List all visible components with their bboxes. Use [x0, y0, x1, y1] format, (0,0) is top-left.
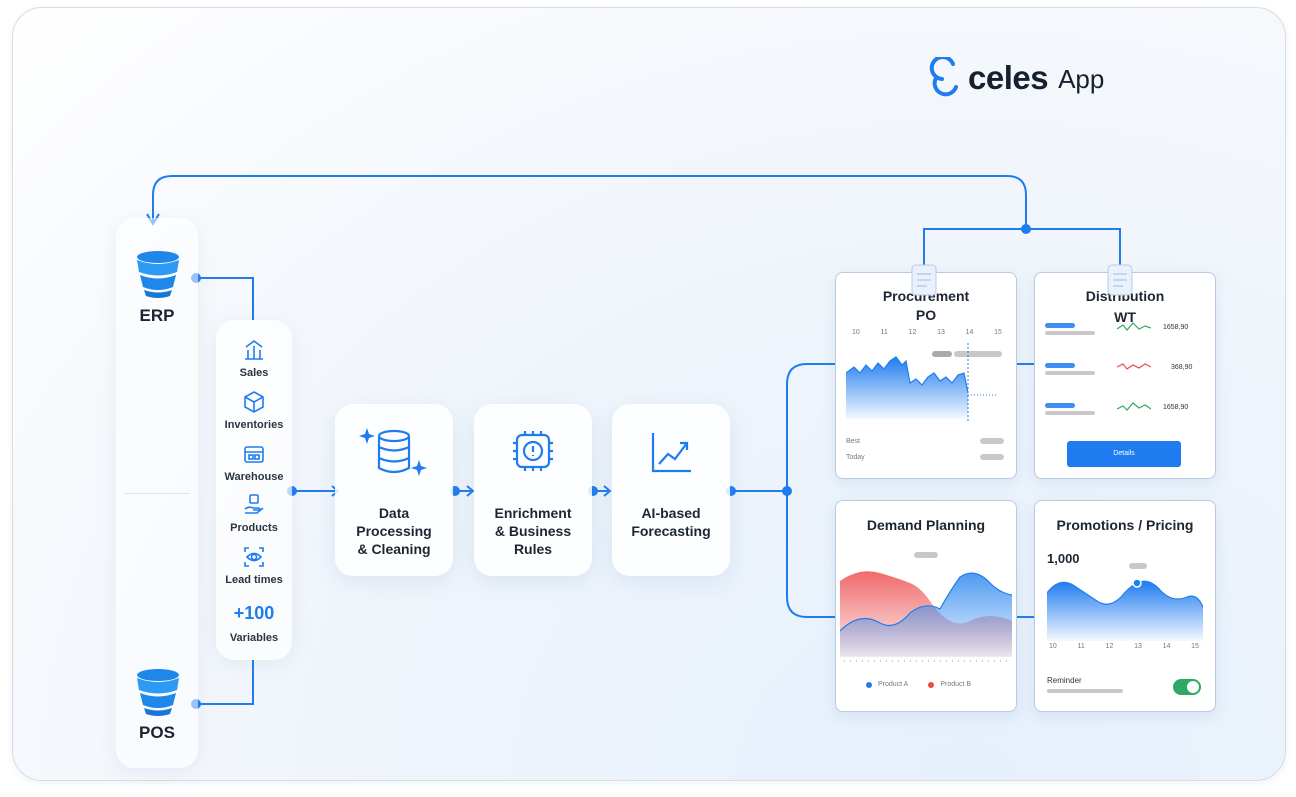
sparkline-green-icon — [1117, 322, 1151, 331]
legend-dot-a — [866, 681, 872, 688]
demand-title: Demand Planning — [866, 517, 986, 533]
sparkline-green-icon — [1117, 402, 1151, 411]
trend-chart-icon — [651, 433, 691, 473]
step-label: Data Processing & Cleaning — [356, 505, 432, 557]
distribution-title: Distribution — [1085, 288, 1165, 304]
procurement-row-today: Today — [846, 454, 865, 461]
demand-axis-ticks — [844, 660, 1008, 662]
erp-link-line — [196, 277, 254, 320]
details-button[interactable]: Details — [1067, 441, 1181, 467]
legend-dot-b — [928, 681, 935, 688]
variable-warehouse: Warehouse — [216, 442, 292, 483]
promotions-title: Promotions / Pricing — [1056, 517, 1194, 533]
procurement-subtitle: PO — [915, 307, 937, 323]
distribution-subtitle: WT — [1114, 309, 1136, 325]
document-icon — [911, 264, 937, 296]
step-data-processing: Data Processing & Cleaning — [335, 404, 453, 576]
distribution-card: Distribution WT 1658,90 368,90 1658,90 D… — [1034, 272, 1216, 479]
step-label: AI-based Forecasting — [631, 505, 711, 539]
variable-sales: Sales — [216, 338, 292, 379]
sparkline-red-icon — [1117, 363, 1151, 370]
procurement-title: Procurement — [882, 288, 970, 304]
brand-suffix: App — [1058, 64, 1105, 94]
promotions-value: 1,000 — [1047, 551, 1080, 566]
demand-planning-card: Demand Planning Product A Product B — [835, 500, 1017, 712]
step-ai-forecasting: AI-based Forecasting — [612, 404, 730, 576]
procurement-row-best: Best — [846, 438, 861, 445]
feedback-loop-line — [152, 175, 1027, 229]
brand-logo: celes App — [926, 56, 1104, 100]
box-icon — [244, 391, 264, 413]
procurement-area-chart — [846, 343, 996, 423]
reminder-toggle[interactable] — [1173, 679, 1201, 695]
step-label: Enrichment & Business Rules — [494, 505, 572, 557]
eye-scan-icon — [244, 547, 264, 567]
sources-divider — [124, 493, 190, 494]
reminder-label: Reminder — [1047, 676, 1082, 685]
output-split-line — [786, 363, 835, 618]
warehouse-icon — [244, 446, 264, 463]
celes-logo-icon — [929, 57, 958, 97]
toggle-knob — [1187, 681, 1199, 693]
variables-panel — [216, 320, 292, 660]
sales-chart-icon — [245, 340, 263, 360]
step-enrichment: Enrichment & Business Rules — [474, 404, 592, 576]
pos-link-line — [196, 660, 254, 705]
database-sparkle-icon — [359, 428, 427, 476]
variables-more-count: +100 — [233, 603, 275, 623]
product-hand-icon — [244, 494, 264, 514]
document-icon — [1107, 264, 1133, 296]
pos-database-icon — [137, 669, 179, 716]
demand-area-chart — [840, 571, 1012, 657]
variables-more-label: Variables — [229, 632, 279, 644]
chip-icon — [513, 431, 553, 471]
erp-label: ERP — [139, 306, 175, 325]
promotions-area-chart — [1047, 578, 1203, 641]
demand-legend: Product A Product B — [866, 681, 971, 688]
variable-lead-times: Lead times — [216, 545, 292, 586]
erp-database-icon — [137, 251, 179, 298]
pos-label: POS — [139, 723, 175, 742]
variable-products: Products — [216, 493, 292, 534]
output-branch-line — [923, 228, 1121, 268]
brand-name: celes — [968, 59, 1049, 96]
variable-inventories: Inventories — [216, 390, 292, 431]
